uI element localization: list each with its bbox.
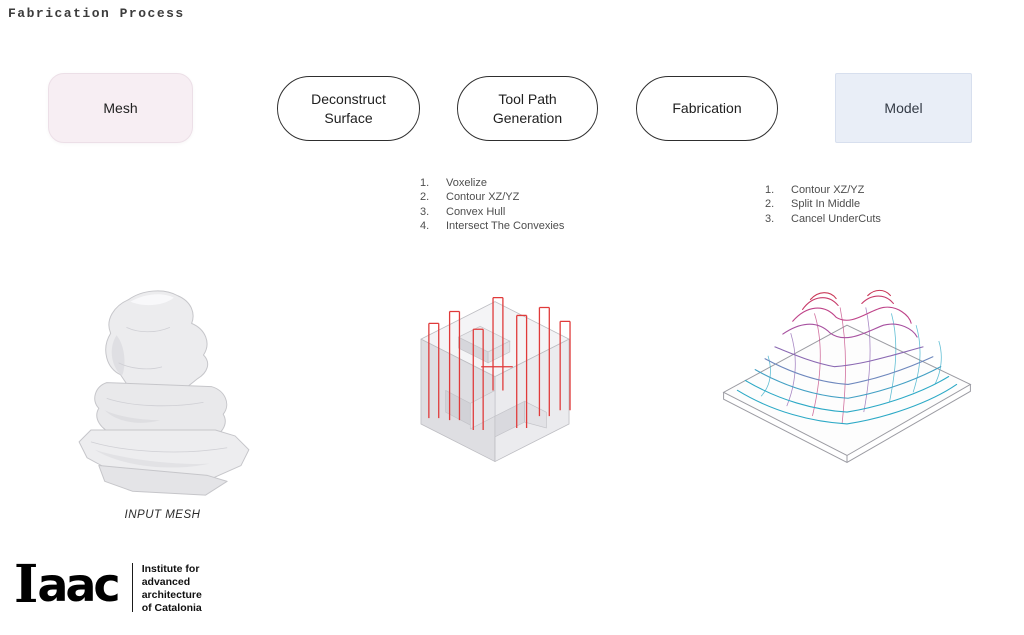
voxel-cube-faces [420,301,570,462]
step-number: 4. [420,219,430,232]
step-text: Voxelize [446,177,487,189]
flow-node-mesh: Mesh [48,73,193,143]
red-toolpath-lines [428,297,571,430]
flow-node-fabrication: Fabrication [636,76,778,141]
step-text: Intersect The Convexies [446,219,565,232]
contour-cross-grid [760,307,942,424]
list-item: 1. Voxelize [420,176,564,190]
iaac-tagline-line: of Catalonia [141,602,202,614]
step-text: Contour XZ/YZ [791,184,865,196]
model-steps-list: 1. Contour XZ/YZ 2. Split In Middle 3. C… [765,183,881,226]
logo-divider [131,563,133,612]
list-item: 2. Split In Middle [765,197,881,211]
step-number: 2. [765,198,775,211]
iaac-tagline-line: architecture [141,589,202,601]
flow-node-model: Model [835,73,972,143]
flow-node-model-label: Model [884,99,923,116]
flow-node-deconstruct-surface-label: Deconstruct Surface [311,90,386,126]
iaac-tagline: Institute for advanced architecture of C… [142,560,202,615]
toolpath-voxel-figure [385,272,605,504]
flow-node-tool-path-generation: Tool Path Generation [457,76,598,141]
step-number: 3. [420,205,430,218]
step-number: 1. [765,184,775,196]
input-mesh-render [78,290,250,496]
list-item: 4. Intersect The Convexies [420,219,564,233]
toolpath-steps-list: 1. Voxelize 2. Contour XZ/YZ 3. Convex H… [420,176,564,233]
mesh-body [78,290,250,496]
step-number: 2. [420,191,430,204]
iaac-wordmark-i: I [14,554,38,615]
iaac-wordmark: I aac [14,554,121,615]
contour-model-render [722,289,972,463]
page-title: Fabrication Process [8,6,185,21]
mesh-detail-lines [90,326,228,453]
flow-node-deconstruct-surface: Deconstruct Surface [277,76,420,141]
voxel-cube-render [420,297,571,462]
input-mesh-caption: INPUT MESH [124,509,201,521]
step-number: 3. [765,212,775,225]
base-plate [722,324,972,463]
contour-height-lines [736,289,958,425]
step-number: 1. [420,177,430,189]
list-item: 3. Cancel UnderCuts [765,212,881,226]
flow-node-mesh-label: Mesh [103,99,138,116]
step-text: Convex Hull [446,205,506,218]
input-mesh-figure [60,276,265,508]
iaac-tagline-line: Institute for [141,563,200,575]
iaac-wordmark-rest: aac [37,558,120,612]
list-item: 2. Contour XZ/YZ [420,190,564,204]
step-text: Cancel UnderCuts [791,212,881,225]
iaac-logo: I aac Institute for advanced architectur… [14,554,202,615]
list-item: 1. Contour XZ/YZ [765,183,881,197]
flow-node-fabrication-label: Fabrication [672,100,742,117]
list-item: 3. Convex Hull [420,205,564,219]
contour-model-figure [712,262,982,494]
iaac-tagline-line: advanced [141,576,191,588]
step-text: Split In Middle [791,198,861,211]
flow-node-tool-path-generation-label: Tool Path Generation [492,90,563,126]
mesh-shading [94,294,210,468]
step-text: Contour XZ/YZ [446,191,520,204]
